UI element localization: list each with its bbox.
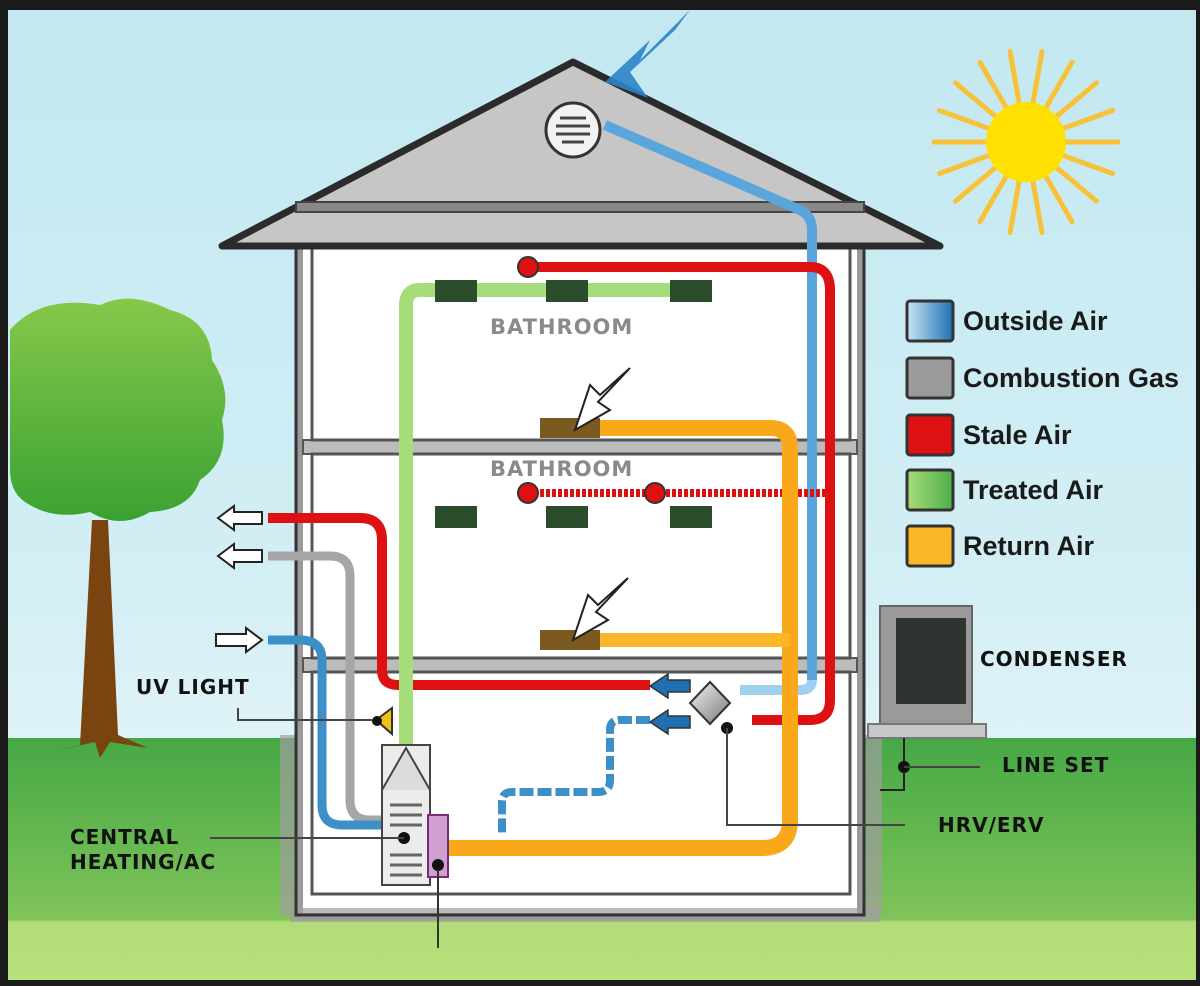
sun-ray	[977, 59, 1009, 110]
stale-air-grille-icon	[517, 482, 539, 504]
condenser-unit	[867, 605, 987, 791]
hrv-supply-arrow-icon	[648, 708, 691, 736]
floor-2	[302, 439, 858, 455]
supply-register-icon	[435, 280, 477, 302]
sun-ray	[1061, 153, 1115, 176]
legend-label: Treated Air	[963, 475, 1104, 505]
legend-label: Return Air	[963, 531, 1094, 561]
sun-ray	[1007, 178, 1022, 236]
sun-ray	[1043, 59, 1075, 110]
legend-label: Stale Air	[963, 420, 1072, 450]
legend-swatch	[905, 356, 955, 400]
legend-item-outside-air: Outside Air	[905, 299, 1108, 343]
roof-vent-icon	[544, 101, 602, 159]
supply-register-icon	[546, 506, 588, 528]
central-heating-label-line2: HEATING/AC	[70, 850, 216, 874]
supply-register-icon	[670, 280, 712, 302]
supply-register-icon	[435, 506, 477, 528]
roof	[218, 58, 944, 250]
outside-air-furnace-intake	[268, 635, 385, 830]
return-air-ducts	[448, 367, 798, 856]
legend-item-stale-air: Stale Air	[905, 413, 1072, 457]
sun-ray	[1007, 48, 1022, 106]
legend-label: Combustion Gas	[963, 363, 1179, 393]
hrv-erv-unit	[648, 672, 905, 826]
room-label-middle: BATHROOM	[490, 457, 633, 481]
sun-ray	[1043, 174, 1075, 225]
sun-ray	[1030, 178, 1045, 236]
hrv-exhaust-arrow-icon	[648, 672, 691, 700]
sun-ray	[953, 165, 998, 204]
stale-air-grille-icon	[644, 482, 666, 504]
foundation-gravel-left	[280, 735, 302, 915]
tree-icon	[10, 298, 226, 758]
return-grille-icon	[540, 630, 600, 650]
basement-outline	[310, 670, 852, 896]
legend-swatch	[905, 524, 955, 568]
stale-air-grille-icon	[517, 256, 539, 278]
uv-light-label: UV LIGHT	[136, 675, 250, 699]
legend-item-combustion-gas: Combustion Gas	[905, 356, 1179, 400]
legend-item-return-air: Return Air	[905, 524, 1094, 568]
hrv-erv-pointer	[726, 728, 905, 826]
line-set-label: LINE SET	[1002, 753, 1109, 777]
condenser-label: CONDENSER	[980, 647, 1128, 671]
supply-register-icon	[670, 506, 712, 528]
legend-swatch	[905, 468, 955, 512]
outside-air-inlet-arrow	[605, 10, 690, 98]
hrv-erv-label: HRV/ERV	[938, 813, 1044, 837]
exhaust-arrows	[215, 504, 264, 654]
return-air-arrow-icon	[573, 367, 631, 433]
sun-ray	[1061, 108, 1115, 131]
legend-item-treated-air: Treated Air	[905, 468, 1104, 512]
sun-ray	[1054, 80, 1099, 119]
sun-ray	[937, 153, 991, 176]
legend-label: Outside Air	[963, 306, 1108, 336]
sun-ray	[1030, 48, 1045, 106]
legend-swatch	[905, 413, 955, 457]
legend: Outside Air Combustion Gas Stale Air Tre…	[905, 299, 1179, 568]
stale-air-ducts	[268, 256, 835, 725]
sun-icon	[931, 48, 1121, 236]
sun-ray	[1054, 165, 1099, 204]
outside-air-intake-arrow-icon	[215, 626, 264, 654]
outside-air-duct-to-hrv	[740, 679, 817, 695]
outside-air-duct-roof	[603, 120, 817, 680]
treated-air-ducts	[399, 280, 712, 745]
furnace-unit	[210, 744, 449, 948]
legend-swatch	[905, 299, 955, 343]
return-air-arrow-icon	[571, 577, 629, 643]
hrv-supply-duct	[498, 716, 650, 835]
combustion-gas-duct	[268, 551, 385, 825]
house	[280, 208, 882, 922]
uv-light-pointer	[237, 708, 372, 721]
sun-ray	[937, 108, 991, 131]
central-heating-label-line1: CENTRAL	[70, 825, 179, 849]
stale-exhaust-arrow-icon	[216, 504, 263, 532]
uv-light-icon	[237, 706, 393, 737]
supply-register-icon	[546, 280, 588, 302]
sun-disc	[986, 102, 1066, 182]
sun-ray	[977, 174, 1009, 225]
sun-ray	[953, 80, 998, 119]
hrv-core-icon	[688, 680, 732, 726]
combustion-exhaust-arrow-icon	[216, 542, 263, 570]
room-label-upper: BATHROOM	[490, 315, 633, 339]
